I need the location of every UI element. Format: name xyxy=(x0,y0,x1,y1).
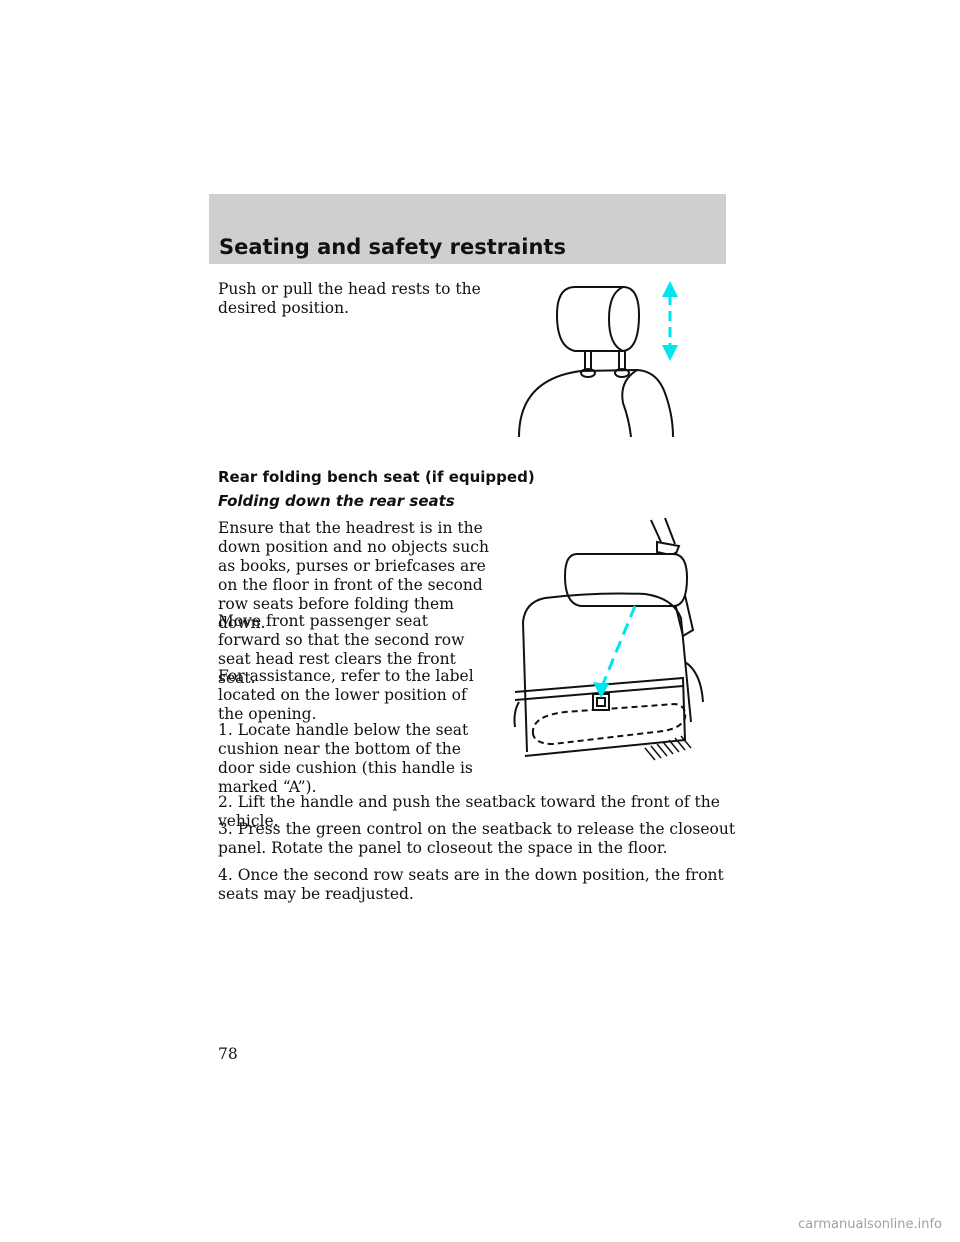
paragraph-move-front-seat: Move front passenger seat forward so tha… xyxy=(218,612,465,687)
step-1-locate-handle: 1. Locate handle below the seat cushion … xyxy=(218,721,473,796)
rear-seat-subheading: Folding down the rear seats xyxy=(218,492,455,510)
rear-seat-illustration xyxy=(513,517,704,761)
fold-direction-arrow-icon xyxy=(593,605,637,698)
headrest-illustration xyxy=(518,281,678,438)
section-header-band: Seating and safety restraints xyxy=(209,194,726,264)
watermark: carmanualsonline.info xyxy=(798,1217,942,1232)
page-number: 78 xyxy=(218,1045,238,1063)
headrest-instruction: Push or pull the head rests to the desir… xyxy=(218,280,481,317)
section-title: Seating and safety restraints xyxy=(219,235,566,259)
step-2-lift-handle: 2. Lift the handle and push the seatback… xyxy=(218,793,720,830)
paragraph-ensure-headrest: Ensure that the headrest is in the down … xyxy=(218,519,489,632)
adjust-arrow-icon xyxy=(662,281,678,361)
rear-seat-heading: Rear folding bench seat (if equipped) xyxy=(218,468,535,486)
paragraph-assistance-label: For assistance, refer to the label locat… xyxy=(218,667,474,723)
step-3-press-green-control: 3. Press the green control on the seatba… xyxy=(218,820,736,857)
step-4-readjust-front-seats: 4. Once the second row seats are in the … xyxy=(218,866,724,903)
